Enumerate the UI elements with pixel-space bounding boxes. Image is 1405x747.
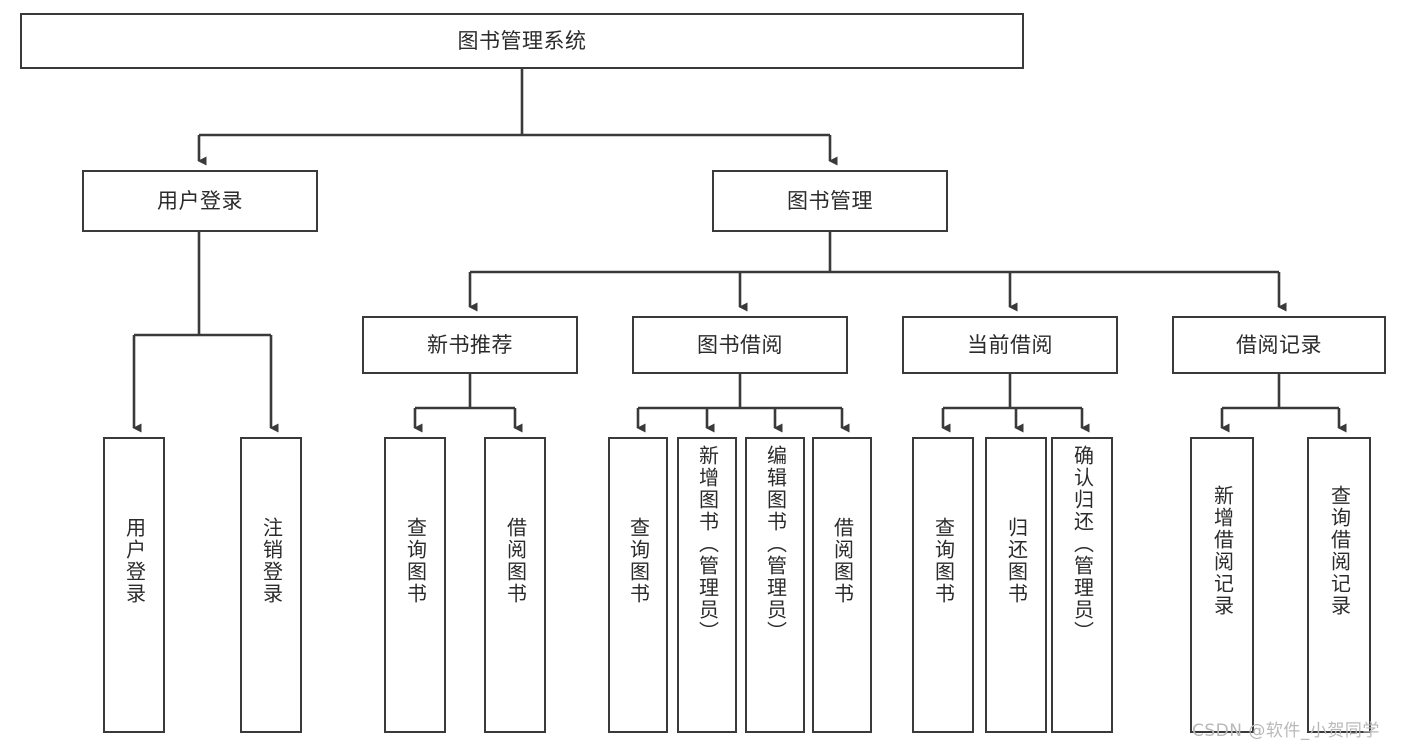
node-leaf-query-book-2[interactable]: 查询图书 — [608, 437, 668, 733]
node-leaf-return-book-label: 归还图书 — [1004, 517, 1029, 605]
node-leaf-borrow-book-1-label: 借阅图书 — [503, 517, 528, 605]
node-book-borrow[interactable]: 图书借阅 — [632, 316, 848, 374]
node-book-borrow-label: 图书借阅 — [697, 332, 783, 357]
node-root[interactable]: 图书管理系统 — [20, 13, 1024, 69]
node-leaf-user-login-label: 用户登录 — [122, 517, 147, 605]
node-current-borrow-label: 当前借阅 — [967, 332, 1053, 357]
node-leaf-logout-label: 注销登录 — [259, 517, 284, 605]
node-leaf-edit-book-label: 编辑图书（管理员） — [763, 445, 788, 643]
node-leaf-query-book-1-label: 查询图书 — [403, 517, 428, 605]
node-leaf-return-book[interactable]: 归还图书 — [985, 437, 1047, 733]
node-leaf-query-book-3[interactable]: 查询图书 — [912, 437, 974, 733]
node-new-book-recommend-label: 新书推荐 — [427, 332, 513, 357]
node-book-manage-label: 图书管理 — [787, 188, 873, 213]
watermark: CSDN @软件_小贺同学 — [1192, 721, 1380, 741]
node-leaf-confirm-return-label: 确认归还（管理员） — [1070, 445, 1095, 643]
node-leaf-query-book-2-label: 查询图书 — [626, 517, 651, 605]
node-user-login-label: 用户登录 — [157, 188, 243, 213]
node-leaf-add-book[interactable]: 新增图书（管理员） — [677, 437, 737, 733]
node-current-borrow[interactable]: 当前借阅 — [902, 316, 1118, 374]
node-leaf-add-record-label: 新增借阅记录 — [1210, 485, 1235, 617]
node-book-manage[interactable]: 图书管理 — [712, 170, 948, 232]
node-leaf-borrow-book-2[interactable]: 借阅图书 — [812, 437, 872, 733]
node-leaf-query-record-label: 查询借阅记录 — [1327, 485, 1352, 617]
node-user-login[interactable]: 用户登录 — [82, 170, 318, 232]
node-leaf-query-book-1[interactable]: 查询图书 — [384, 437, 446, 733]
node-leaf-query-book-3-label: 查询图书 — [931, 517, 956, 605]
node-leaf-confirm-return[interactable]: 确认归还（管理员） — [1051, 437, 1113, 733]
node-leaf-add-record[interactable]: 新增借阅记录 — [1190, 437, 1254, 733]
node-root-label: 图书管理系统 — [457, 28, 587, 53]
node-leaf-borrow-book-2-label: 借阅图书 — [830, 517, 855, 605]
node-leaf-user-login[interactable]: 用户登录 — [103, 437, 165, 733]
node-borrow-record[interactable]: 借阅记录 — [1172, 316, 1386, 374]
node-leaf-add-book-label: 新增图书（管理员） — [695, 445, 720, 643]
node-borrow-record-label: 借阅记录 — [1236, 332, 1322, 357]
node-leaf-borrow-book-1[interactable]: 借阅图书 — [484, 437, 546, 733]
node-leaf-query-record[interactable]: 查询借阅记录 — [1307, 437, 1371, 733]
node-leaf-logout[interactable]: 注销登录 — [240, 437, 302, 733]
node-new-book-recommend[interactable]: 新书推荐 — [362, 316, 578, 374]
node-leaf-edit-book[interactable]: 编辑图书（管理员） — [745, 437, 805, 733]
